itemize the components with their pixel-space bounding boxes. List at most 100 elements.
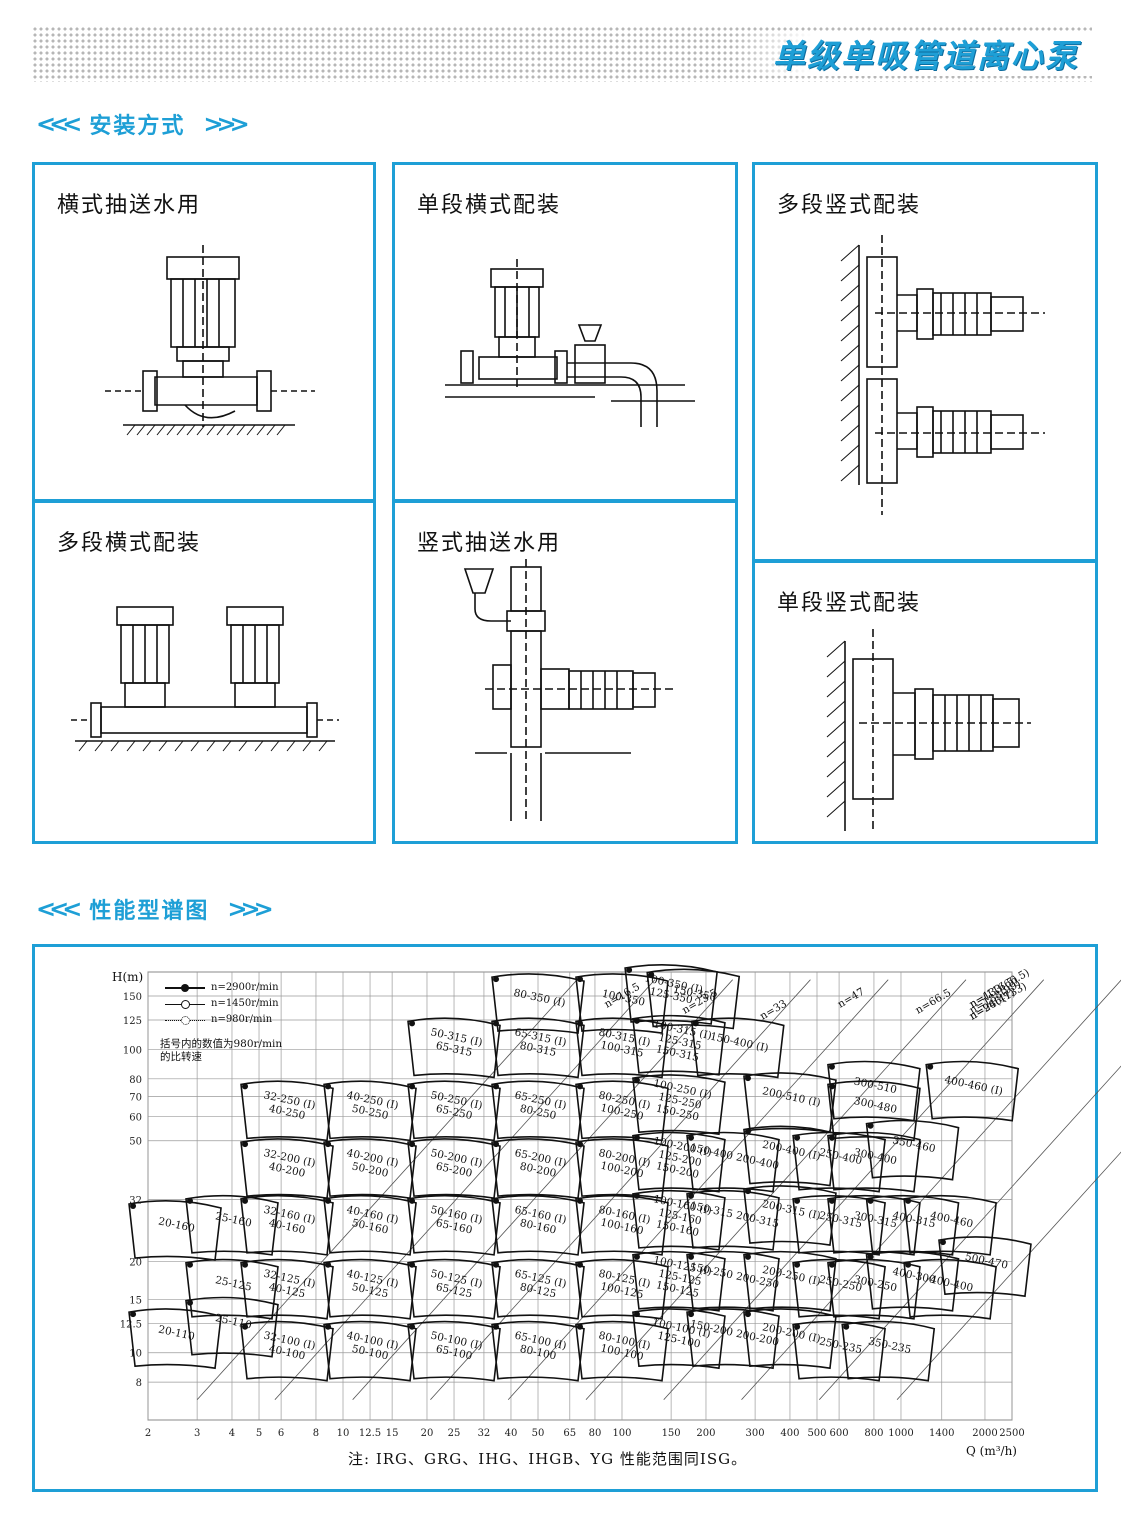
x-tick-label: 1400 <box>929 1428 954 1439</box>
y-tick-label: 15 <box>129 1295 142 1306</box>
rated-point-marker <box>927 1063 934 1070</box>
pump-model-region <box>575 1080 669 1142</box>
chevron-right-icon: >>> <box>227 895 273 923</box>
pump-model-region <box>827 1194 921 1256</box>
rated-point-marker <box>493 1083 500 1090</box>
rated-point-marker <box>633 1311 640 1318</box>
rated-point-marker <box>692 1020 699 1027</box>
x-tick-label: 12.5 <box>359 1428 381 1439</box>
pump-model-label: 25-160 <box>214 1210 253 1229</box>
panel-label: 多段横式配装 <box>57 531 202 556</box>
pump-model-region <box>491 1258 585 1320</box>
rated-point-marker <box>688 1192 695 1199</box>
pump-drawing-icon <box>105 245 315 436</box>
pump-model-region <box>925 1060 1020 1122</box>
rated-point-marker <box>744 1311 751 1318</box>
specific-speed-line <box>741 979 1121 1400</box>
legend-item: n=1450r/min <box>165 996 279 1012</box>
rated-point-marker <box>626 967 633 974</box>
pump-model-region <box>841 1320 936 1382</box>
rated-point-marker <box>325 1197 332 1204</box>
rated-point-marker <box>576 1323 583 1330</box>
rated-point-marker <box>242 1323 249 1330</box>
y-tick-label: 50 <box>129 1137 142 1148</box>
pump-model-region <box>743 1308 837 1370</box>
pump-model-region <box>686 1308 780 1370</box>
pump-model-region <box>407 1258 501 1320</box>
specific-speed-label: n=33 <box>758 998 789 1023</box>
y-tick-label: 8 <box>136 1378 142 1389</box>
pump-model-region <box>792 1194 886 1256</box>
legend-note-line: 的比转速 <box>160 1051 202 1063</box>
pump-drawing-icon <box>826 629 1031 831</box>
pump-model-region <box>323 1138 417 1200</box>
rated-point-marker <box>409 1261 416 1268</box>
pump-model-label: 400-460 (I) <box>943 1074 1004 1098</box>
rated-point-marker <box>242 1141 249 1148</box>
rated-point-marker <box>794 1323 801 1330</box>
pump-model-region <box>491 1017 585 1079</box>
rated-point-marker <box>186 1261 193 1268</box>
rated-point-marker <box>828 1197 835 1204</box>
pump-drawing-icon <box>840 235 1045 515</box>
pump-model-region <box>240 1080 334 1142</box>
pump-model-label: 300-480 <box>853 1095 898 1116</box>
pump-model-region <box>407 1320 501 1382</box>
panel-multi-horizontal: 多段横式配装 <box>32 500 376 844</box>
pump-model-region <box>185 1258 279 1320</box>
x-tick-label: 65 <box>563 1428 576 1439</box>
pump-model-region <box>491 1320 585 1382</box>
pump-model-region <box>128 1200 222 1261</box>
specific-speed-label: n=66.5 <box>913 987 953 1017</box>
rated-point-marker <box>325 1323 332 1330</box>
pump-model-region <box>827 1131 921 1193</box>
header-title-band: 单级单吸管道离心泵 <box>732 32 1093 76</box>
pump-model-region <box>827 1080 921 1142</box>
pump-model-region <box>865 1119 960 1181</box>
panel-single-vertical: 单段竖式配装 <box>752 560 1098 844</box>
rated-point-marker <box>867 1253 874 1260</box>
rated-point-marker <box>843 1323 850 1330</box>
pump-model-region <box>865 1194 960 1256</box>
legend-item: n=980r/min <box>165 1012 279 1028</box>
pump-drawing-icon <box>463 559 675 821</box>
pump-model-region <box>575 1258 669 1320</box>
rated-point-marker <box>493 1197 500 1204</box>
x-tick-label: 32 <box>478 1428 491 1439</box>
pump-model-region <box>575 1017 669 1079</box>
pump-model-region <box>407 1017 501 1079</box>
section-heading-install: <<< 安装方式 >>> <box>36 108 250 140</box>
legend-label: n=1450r/min <box>211 998 279 1009</box>
pump-model-region <box>575 973 669 1035</box>
chevron-right-icon: >>> <box>203 110 249 138</box>
pump-model-region <box>491 1080 585 1142</box>
x-tick-label: 2 <box>145 1428 151 1439</box>
rated-point-marker <box>905 1261 912 1268</box>
x-tick-label: 800 <box>864 1428 883 1439</box>
pump-model-region <box>632 1131 726 1193</box>
pump-model-region <box>491 1138 585 1200</box>
rated-point-marker <box>794 1134 801 1141</box>
y-tick-label: 60 <box>129 1113 142 1124</box>
x-tick-label: 3 <box>194 1428 200 1439</box>
pump-model-label: 400-400 <box>929 1274 974 1295</box>
x-tick-label: 150 <box>662 1428 681 1439</box>
y-axis-label: H(m) <box>112 970 144 984</box>
pump-model-region <box>792 1258 886 1320</box>
pump-model-region <box>632 1014 726 1076</box>
pump-model-region <box>575 1320 669 1382</box>
x-tick-label: 80 <box>589 1428 602 1439</box>
rated-point-marker <box>325 1083 332 1090</box>
pump-model-region <box>240 1258 334 1320</box>
y-tick-label: 32 <box>129 1196 142 1207</box>
pump-model-region <box>323 1320 417 1382</box>
panel-label: 竖式抽送水用 <box>417 531 562 556</box>
chevron-left-icon: <<< <box>36 110 82 138</box>
y-tick-label: 70 <box>129 1092 142 1103</box>
pump-model-region <box>632 1250 726 1312</box>
x-tick-label: 300 <box>746 1428 765 1439</box>
pump-model-region <box>240 1194 334 1256</box>
pump-model-region <box>646 968 741 1030</box>
legend-label: n=980r/min <box>211 1014 273 1025</box>
